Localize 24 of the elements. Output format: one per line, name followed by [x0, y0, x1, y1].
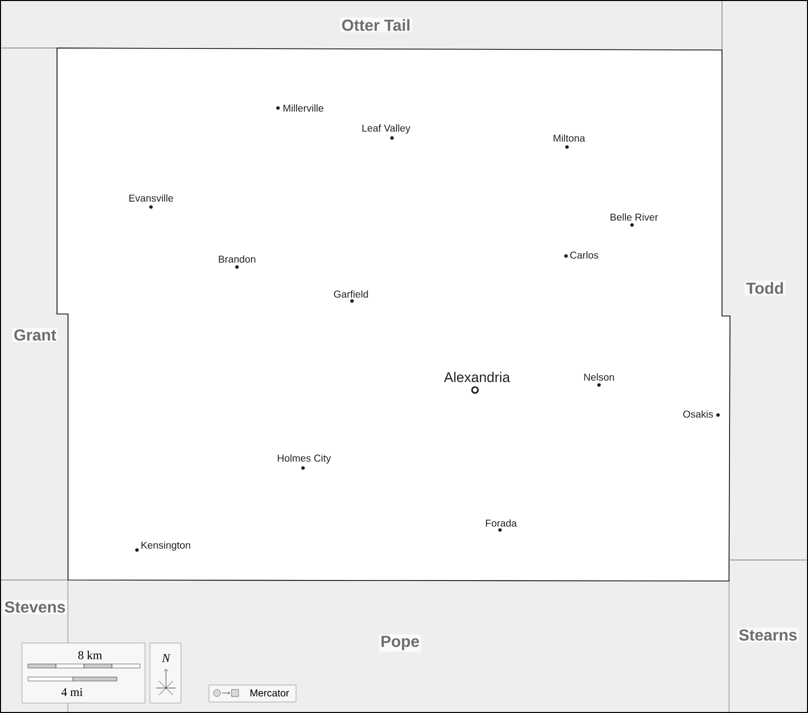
town-name: Evansville: [129, 194, 174, 202]
scale-label: 4 mi: [61, 688, 83, 696]
town-name: Alexandria: [444, 372, 510, 382]
town-name: Forada: [486, 519, 517, 527]
town-name: Osakis: [683, 410, 713, 418]
town-name: Kensington: [142, 541, 190, 551]
county-name: Stevens: [2, 600, 68, 614]
town-name: Leaf Valley: [362, 124, 410, 134]
town-name: Millerville: [284, 104, 324, 112]
county-name: Todd: [744, 280, 786, 296]
county-name: Pope: [378, 634, 422, 652]
town-name: Holmes City: [278, 454, 331, 464]
projection-label: Mercator: [250, 690, 289, 696]
town-name: Nelson: [584, 373, 614, 381]
county-name: Stearns: [737, 628, 799, 642]
scale-label: 8 km: [78, 650, 102, 660]
north-label: N: [162, 654, 171, 662]
county-name: Grant: [12, 328, 58, 342]
town-name: Carlos: [570, 251, 598, 259]
town-name: Miltona: [554, 134, 586, 142]
town-name: Brandon: [218, 255, 256, 263]
town-name: Garfield: [334, 290, 368, 298]
county-name: Otter Tail: [340, 18, 412, 32]
town-name: Belle River: [610, 213, 658, 221]
